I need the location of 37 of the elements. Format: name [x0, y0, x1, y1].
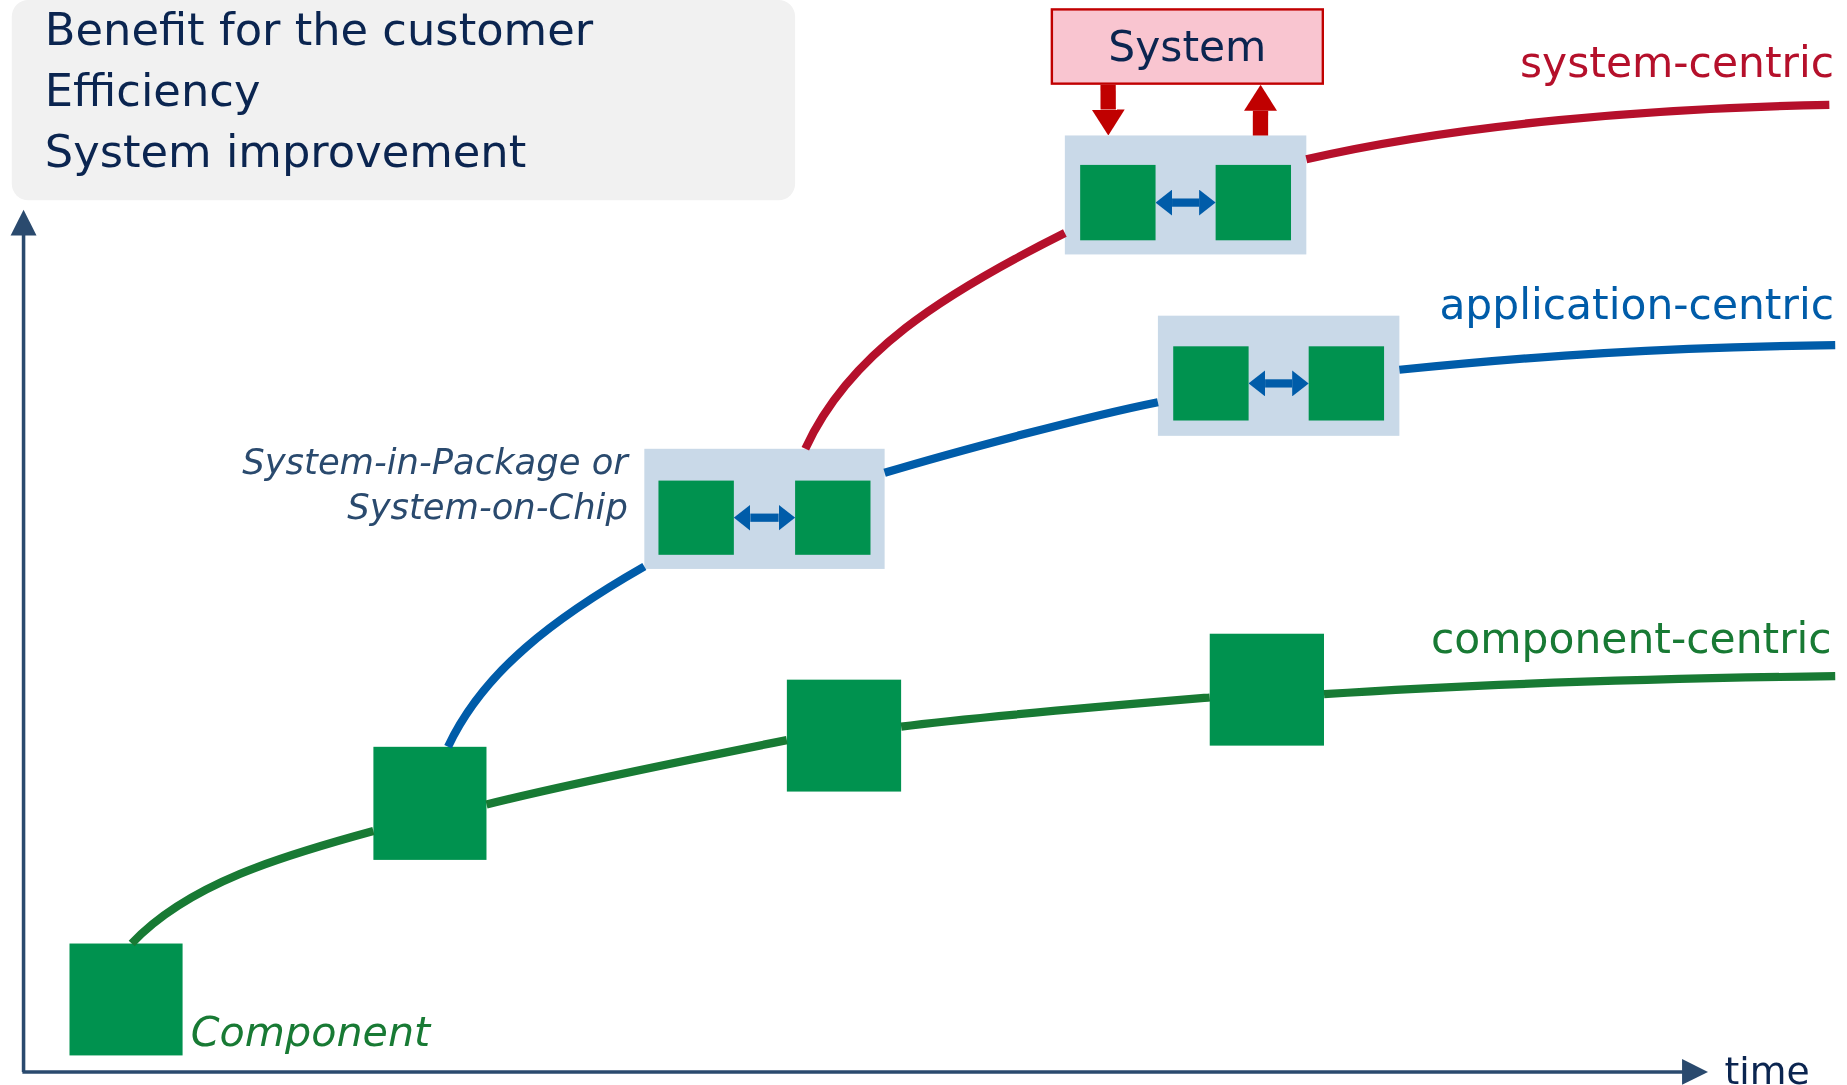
double-arrow [1155, 189, 1216, 216]
double-arrow [1248, 370, 1309, 397]
curve-line [1305, 100, 1830, 164]
double-arrow [733, 504, 796, 531]
system-box: System [1050, 8, 1324, 85]
curve-line [485, 736, 788, 809]
panel-text: Benefit for the customer [44, 2, 594, 57]
curve-line [1323, 672, 1836, 699]
module-caption: System-in-Package or System-on-Chip [241, 439, 628, 530]
component-square [786, 679, 902, 792]
block-arrow [1244, 84, 1277, 136]
component-square [1308, 346, 1385, 421]
component-square [69, 943, 183, 1056]
component-square [795, 480, 871, 555]
module-panel [1064, 135, 1307, 255]
panel-text: Efficiency [44, 63, 261, 118]
curve-label: component-centric [1431, 613, 1832, 662]
module-panel [644, 448, 885, 569]
component-label: Component [190, 1008, 431, 1056]
panel-text: System improvement [44, 125, 527, 180]
curve-line [883, 398, 1159, 477]
block-arrow [1091, 84, 1125, 136]
component-square [658, 480, 734, 555]
curve-line [444, 562, 647, 749]
curve-line [801, 229, 1067, 451]
component-square [1215, 164, 1291, 241]
component-square [1209, 633, 1324, 746]
module-panel [1157, 315, 1400, 436]
component-square [373, 746, 487, 860]
component-square [1080, 164, 1156, 241]
curve-label: system-centric [1520, 37, 1835, 86]
curve-label: application-centric [1439, 280, 1835, 329]
axis-label: time [1724, 1048, 1810, 1085]
curve-line [900, 693, 1211, 731]
curve-line [128, 827, 375, 947]
curve-line [1399, 341, 1836, 374]
component-square [1173, 346, 1249, 421]
